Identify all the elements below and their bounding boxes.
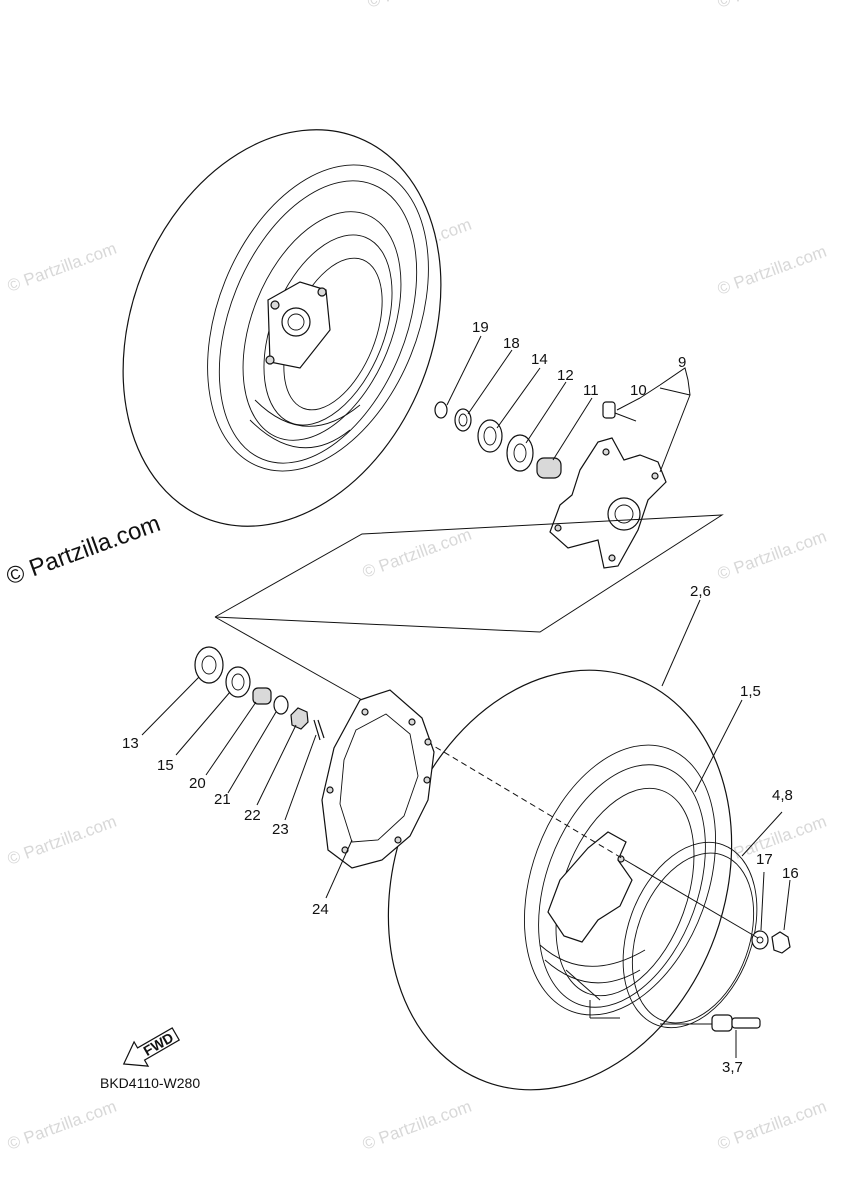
callout-13: 13 [122, 735, 139, 752]
watermark: © Partzilla.com [715, 1097, 829, 1154]
watermark: © Partzilla.com [5, 812, 119, 869]
lower-hub-parts [194, 646, 435, 869]
assembly-outline-upper [214, 514, 724, 633]
bolt-10 [602, 401, 616, 419]
oil-seal-15 [225, 666, 251, 698]
callout-18: 18 [503, 335, 520, 352]
callout-20: 20 [189, 775, 206, 792]
oil-seal-18 [454, 408, 472, 432]
callout-19: 19 [472, 319, 489, 336]
callout-16: 16 [782, 865, 799, 882]
axis-line [624, 859, 759, 939]
callout-24: 24 [312, 901, 329, 918]
watermark: © Partzilla.com [5, 1097, 119, 1154]
upper-wheel [122, 129, 442, 527]
washer-17 [751, 930, 769, 950]
callout-3-7: 3,7 [722, 1059, 743, 1076]
nut-16 [771, 931, 791, 954]
callout-23: 23 [272, 821, 289, 838]
watermark: © Partzilla.com [715, 0, 829, 12]
callout-17: 17 [756, 851, 773, 868]
brake-disc-24 [321, 689, 435, 869]
callout-2-6: 2,6 [690, 583, 711, 600]
bearing-13 [194, 646, 224, 684]
callout-15: 15 [157, 757, 174, 774]
spacer-11 [536, 457, 562, 479]
callout-9: 9 [678, 354, 686, 371]
washer-21 [273, 695, 289, 715]
collar-19 [434, 401, 448, 419]
callout-11: 11 [583, 382, 599, 399]
callout-4-8: 4,8 [772, 787, 793, 804]
cotter-pin-23 [313, 719, 325, 741]
nut-22 [290, 707, 309, 730]
bearing-12 [506, 434, 534, 472]
watermark: © Partzilla.com [360, 1097, 474, 1154]
callout-21: 21 [214, 791, 231, 808]
watermark-main: © Partzilla.com [3, 510, 164, 591]
callout-10: 10 [630, 382, 647, 399]
watermark: © Partzilla.com [715, 527, 829, 584]
assembly-outline-lower [214, 616, 363, 701]
watermark: © Partzilla.com [5, 239, 119, 296]
wheel-hub-9 [549, 437, 667, 569]
callout-1-5: 1,5 [740, 683, 761, 700]
collar-20 [252, 687, 272, 705]
leader-lines [141, 335, 791, 1058]
callout-22: 22 [244, 807, 261, 824]
diagram-code: BKD4110-W280 [100, 1075, 200, 1091]
forward-arrow-icon [122, 1027, 181, 1067]
callouts: 19 18 14 12 11 10 9 2,6 1,5 4,8 17 16 3,… [122, 319, 799, 1076]
valve-stem [660, 1014, 761, 1032]
bearing-14 [477, 419, 503, 453]
fwd-arrow: FWD [122, 1027, 181, 1067]
axis-dashed-line [426, 741, 626, 861]
callout-12: 12 [557, 367, 574, 384]
callout-14: 14 [531, 351, 548, 368]
watermark: © Partzilla.com [365, 0, 479, 12]
watermark: © Partzilla.com [715, 242, 829, 299]
upper-hub-parts [434, 401, 667, 569]
